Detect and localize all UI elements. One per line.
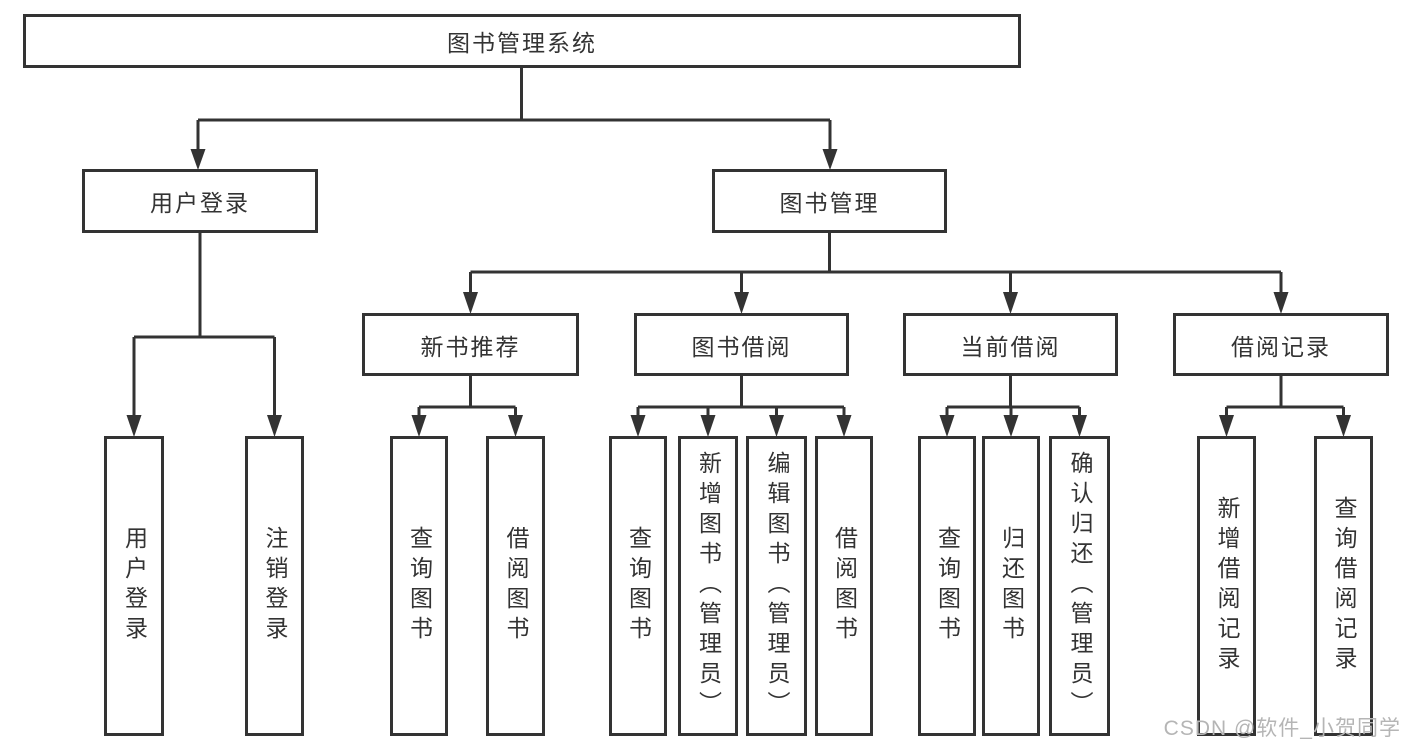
leaf-borrow-add-books-admin: 新增图书（管理员） <box>678 436 738 736</box>
node-new-book-recommend: 新书推荐 <box>362 313 579 376</box>
arrowhead <box>1219 415 1234 437</box>
arrowhead <box>1336 415 1351 437</box>
arrowhead <box>836 415 852 437</box>
leaf-label: 查询借阅记录 <box>1331 496 1357 676</box>
leaf-current-confirm-return-admin: 确认归还（管理员） <box>1049 436 1110 736</box>
leaf-borrow-edit-books-admin: 编辑图书（管理员） <box>746 436 807 736</box>
arrowhead <box>267 415 282 437</box>
node-user-login: 用户登录 <box>82 169 318 233</box>
node-borrowing-records: 借阅记录 <box>1173 313 1389 376</box>
connector-book-management <box>470 233 1281 274</box>
node-book-management: 图书管理 <box>712 169 947 233</box>
leaf-newbooks-borrow-books: 借阅图书 <box>486 436 545 736</box>
arrowhead <box>1273 292 1289 314</box>
arrowhead <box>1072 415 1087 437</box>
leaf-label: 查询图书 <box>934 526 961 646</box>
node-current-borrowing: 当前借阅 <box>903 313 1118 376</box>
arrowhead <box>939 415 955 437</box>
leaf-label: 归还图书 <box>998 526 1025 646</box>
node-root-library-system: 图书管理系统 <box>23 14 1021 68</box>
arrowhead <box>508 415 523 437</box>
arrowhead <box>734 292 749 314</box>
leaf-label: 查询图书 <box>625 526 652 646</box>
arrowhead <box>1003 292 1018 314</box>
leaf-label: 查询图书 <box>406 526 433 646</box>
connector-new-books <box>419 376 516 409</box>
arrowhead <box>822 149 838 170</box>
leaf-records-query-record: 查询借阅记录 <box>1314 436 1373 736</box>
leaf-records-add-record: 新增借阅记录 <box>1197 436 1256 736</box>
leaf-label: 借阅图书 <box>503 526 529 646</box>
arrowhead <box>126 415 142 437</box>
leaf-newbooks-query-books: 查询图书 <box>390 436 448 736</box>
arrowhead <box>700 415 716 437</box>
arrowhead <box>769 415 784 437</box>
csdn-watermark: CSDN @软件_小贺同学 <box>1163 717 1401 740</box>
node-book-borrowing: 图书借阅 <box>634 313 849 376</box>
leaf-borrow-query-books: 查询图书 <box>609 436 667 736</box>
leaf-label: 编辑图书（管理员） <box>764 451 790 721</box>
arrowhead <box>411 415 427 437</box>
leaf-user-login: 用户登录 <box>104 436 164 736</box>
arrowhead <box>190 149 206 170</box>
connector-root <box>198 67 830 122</box>
leaf-borrow-borrow-books: 借阅图书 <box>815 436 873 736</box>
leaf-label: 新增借阅记录 <box>1214 496 1240 676</box>
leaf-label: 借阅图书 <box>831 526 858 646</box>
arrowhead <box>1003 415 1019 437</box>
leaf-current-query-books: 查询图书 <box>918 436 976 736</box>
leaf-logout: 注销登录 <box>245 436 304 736</box>
connector-borrowing-records <box>1226 376 1344 409</box>
connector-current-borrowing <box>947 376 1080 409</box>
leaf-label: 确认归还（管理员） <box>1067 451 1093 721</box>
arrowhead <box>630 415 646 437</box>
leaf-label: 新增图书（管理员） <box>695 451 722 721</box>
leaf-label: 用户登录 <box>121 526 148 646</box>
arrowhead <box>463 292 478 314</box>
connector-user-login <box>134 233 275 339</box>
leaf-label: 注销登录 <box>262 526 288 646</box>
connector-book-borrowing <box>638 376 844 409</box>
leaf-current-return-books: 归还图书 <box>982 436 1040 736</box>
